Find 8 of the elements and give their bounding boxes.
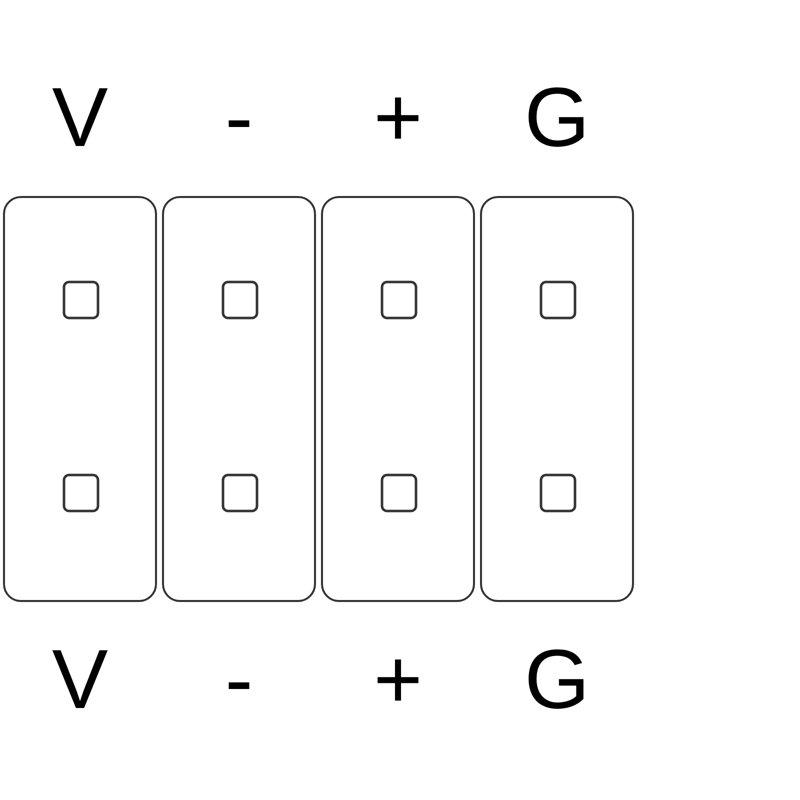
pin-label: V [50, 72, 110, 162]
pin-label: + [372, 72, 424, 162]
pin-label: - [224, 634, 254, 724]
pin-label: + [372, 634, 424, 724]
pin-label: - [224, 72, 254, 162]
pin-label: G [523, 634, 591, 724]
pin-label: G [523, 72, 591, 162]
pin-label: V [50, 634, 110, 724]
